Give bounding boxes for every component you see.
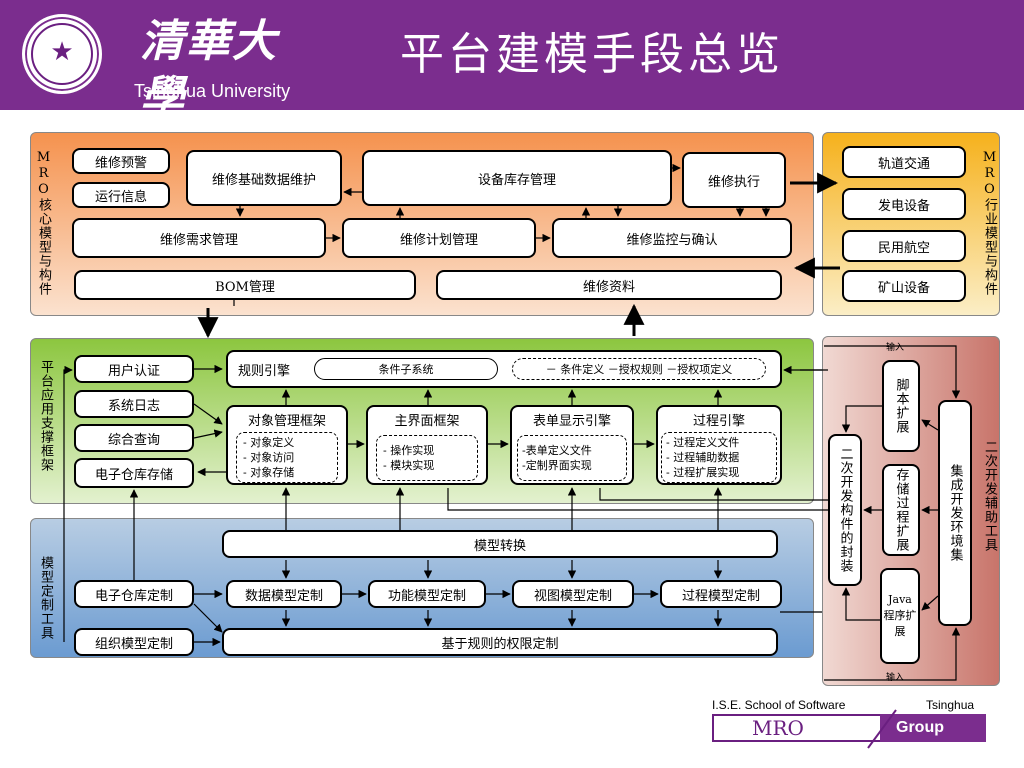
box-repo-custom[interactable]: 电子仓库定制 bbox=[74, 580, 194, 608]
proc-item-data: - 过程辅助数据 bbox=[666, 451, 740, 464]
footer-slash bbox=[867, 709, 897, 749]
ui-framework-title: 主界面框架 bbox=[394, 414, 460, 429]
input-label-bottom: 输入 bbox=[885, 673, 904, 683]
box-object-framework[interactable]: 对象管理框架 - 对象定义 - 对象访问 - 对象存储 bbox=[226, 405, 348, 485]
label-mro-core: MRO核心模型与构件 bbox=[36, 150, 51, 296]
footer-mro: MRO bbox=[752, 716, 804, 740]
box-monitor[interactable]: 维修监控与确认 bbox=[552, 218, 792, 258]
box-run-info[interactable]: 运行信息 bbox=[72, 182, 170, 208]
box-ide[interactable]: 集成开发环境集 bbox=[938, 400, 972, 626]
label-mro-industry: MRO行业模型与构件 bbox=[982, 150, 997, 296]
obj-item-define: - 对象定义 bbox=[243, 436, 295, 449]
box-execute[interactable]: 维修执行 bbox=[682, 152, 786, 208]
box-bom[interactable]: BOM管理 bbox=[74, 270, 416, 300]
box-view-custom[interactable]: 视图模型定制 bbox=[512, 580, 634, 608]
box-form-engine[interactable]: 表单显示引擎 -表单定义文件 -定制界面实现 bbox=[510, 405, 634, 485]
rule-engine-label: 规则引擎 bbox=[238, 363, 291, 379]
ui-item-module: - 模块实现 bbox=[383, 459, 435, 472]
footer-mro-logo: I.S.E. School of Software Tsinghua MRO G… bbox=[712, 698, 986, 749]
box-script-ext[interactable]: 脚本扩展 bbox=[882, 360, 920, 452]
box-user-auth[interactable]: 用户认证 bbox=[74, 355, 194, 383]
box-base-data[interactable]: 维修基础数据维护 bbox=[186, 150, 342, 206]
footer-group: Group bbox=[896, 719, 944, 736]
box-java-ext[interactable]: Java程序扩展 bbox=[880, 568, 920, 664]
box-repo-storage[interactable]: 电子仓库存储 bbox=[74, 458, 194, 488]
object-framework-title: 对象管理框架 bbox=[247, 414, 326, 429]
script-ext-label: 脚本扩展 bbox=[893, 378, 909, 434]
proc-item-ext: - 过程扩展实现 bbox=[666, 466, 740, 479]
box-condition-detail: － 条件定义 －授权规则 －授权项定义 bbox=[512, 358, 766, 380]
box-power[interactable]: 发电设备 bbox=[842, 188, 966, 220]
box-query[interactable]: 综合查询 bbox=[74, 424, 194, 452]
box-aviation[interactable]: 民用航空 bbox=[842, 230, 966, 262]
box-org-custom[interactable]: 组织模型定制 bbox=[74, 628, 194, 656]
input-label-top: 输入 bbox=[885, 343, 904, 353]
box-model-transform[interactable]: 模型转换 bbox=[222, 530, 778, 558]
box-perm-custom[interactable]: 基于规则的权限定制 bbox=[222, 628, 778, 656]
component-encap-label: 二次开发构件的封装 bbox=[837, 447, 853, 573]
header-bar bbox=[0, 0, 1024, 110]
form-engine-list: -表单定义文件 -定制界面实现 bbox=[517, 435, 627, 481]
label-app-support: 平台应用支撑框架 bbox=[38, 360, 53, 472]
footer-tsinghua: Tsinghua bbox=[926, 698, 975, 712]
stored-proc-label: 存储过程扩展 bbox=[893, 468, 909, 552]
box-ui-framework[interactable]: 主界面框架 - 操作实现 - 模块实现 bbox=[366, 405, 488, 485]
box-component-encap[interactable]: 二次开发构件的封装 bbox=[828, 434, 862, 586]
proc-item-def: - 过程定义文件 bbox=[666, 436, 740, 449]
box-demand[interactable]: 维修需求管理 bbox=[72, 218, 326, 258]
ui-item-op: - 操作实现 bbox=[383, 444, 435, 457]
box-inventory[interactable]: 设备库存管理 bbox=[362, 150, 672, 206]
page-title: 平台建模手段总览 bbox=[400, 29, 784, 80]
ide-label: 集成开发环境集 bbox=[947, 464, 963, 562]
footer-school: I.S.E. School of Software bbox=[712, 698, 846, 712]
box-syslog[interactable]: 系统日志 bbox=[74, 390, 194, 418]
box-proc-custom[interactable]: 过程模型定制 bbox=[660, 580, 782, 608]
form-item-def: -表单定义文件 bbox=[522, 444, 592, 457]
java-ext-label: Java程序扩展 bbox=[883, 593, 917, 638]
obj-item-access: - 对象访问 bbox=[243, 451, 295, 464]
process-engine-title: 过程引擎 bbox=[692, 414, 745, 429]
box-material[interactable]: 维修资料 bbox=[436, 270, 782, 300]
box-process-engine[interactable]: 过程引擎 - 过程定义文件 - 过程辅助数据 - 过程扩展实现 bbox=[656, 405, 782, 485]
process-engine-list: - 过程定义文件 - 过程辅助数据 - 过程扩展实现 bbox=[661, 432, 777, 483]
box-rail[interactable]: 轨道交通 bbox=[842, 146, 966, 178]
obj-item-store: - 对象存储 bbox=[243, 466, 295, 479]
label-dev-tools: 二次开发辅助工具 bbox=[982, 440, 997, 552]
form-item-ui: -定制界面实现 bbox=[522, 459, 592, 472]
box-plan[interactable]: 维修计划管理 bbox=[342, 218, 536, 258]
box-data-custom[interactable]: 数据模型定制 bbox=[226, 580, 342, 608]
box-condition-subsystem[interactable]: 条件子系统 bbox=[314, 358, 498, 380]
box-maint-alert[interactable]: 维修预警 bbox=[72, 148, 170, 174]
logo-chinese: 清華大學 bbox=[140, 16, 278, 123]
form-engine-title: 表单显示引擎 bbox=[532, 414, 611, 429]
box-func-custom[interactable]: 功能模型定制 bbox=[368, 580, 486, 608]
box-mining[interactable]: 矿山设备 bbox=[842, 270, 966, 302]
label-model-custom: 模型定制工具 bbox=[38, 556, 53, 640]
tsinghua-seal-logo: ★ bbox=[22, 14, 102, 94]
logo-english: Tsinghua University bbox=[134, 81, 291, 101]
box-stored-proc-ext[interactable]: 存储过程扩展 bbox=[882, 464, 920, 556]
ui-framework-list: - 操作实现 - 模块实现 bbox=[376, 435, 478, 481]
object-framework-list: - 对象定义 - 对象访问 - 对象存储 bbox=[236, 432, 338, 483]
